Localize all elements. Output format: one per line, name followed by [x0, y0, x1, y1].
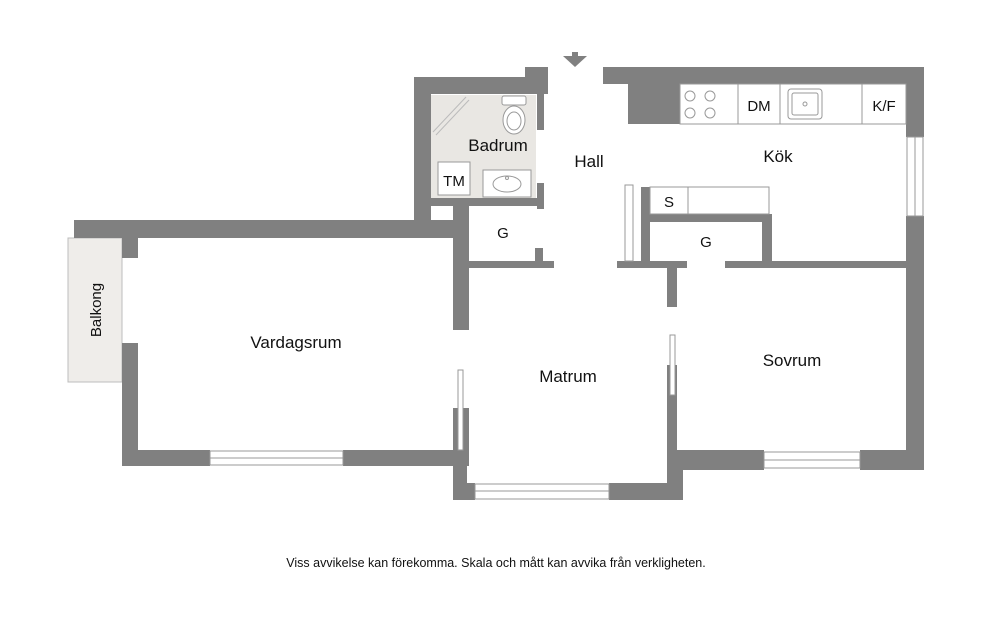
fixture-label-tm: TM [443, 173, 465, 190]
room-label-hall: Hall [574, 152, 603, 171]
entrance-arrow-stem [572, 52, 578, 58]
disclaimer-text: Viss avvikelse kan förekomma. Skala och … [286, 556, 706, 570]
shower-corner [432, 96, 470, 136]
storage-counter [649, 186, 770, 215]
closet-label-g-kok: G [700, 234, 712, 251]
stove-icon [684, 90, 716, 119]
balcony-area [67, 237, 123, 383]
washing-machine-icon [437, 161, 471, 196]
room-label-vardagsrum: Vardagsrum [250, 333, 341, 352]
walls [74, 67, 924, 500]
door-frames [457, 184, 676, 451]
kitchen-counter [679, 83, 907, 125]
room-label-badrum: Badrum [468, 136, 528, 155]
fixture-label-dm: DM [747, 98, 770, 115]
windows [209, 136, 924, 500]
fixture-label-s: S [664, 194, 674, 211]
closet-label-g-hall: G [497, 225, 509, 242]
room-label-kok: Kök [763, 147, 793, 166]
room-label-matrum: Matrum [539, 367, 597, 386]
room-label-balkong: Balkong [88, 283, 105, 337]
fixture-label-kf: K/F [872, 98, 895, 115]
toilet-icon [501, 95, 527, 135]
entrance-arrow-icon [563, 56, 587, 67]
sink-icon [787, 88, 823, 120]
room-label-sovrum: Sovrum [763, 351, 822, 370]
washbasin-icon [482, 169, 532, 198]
